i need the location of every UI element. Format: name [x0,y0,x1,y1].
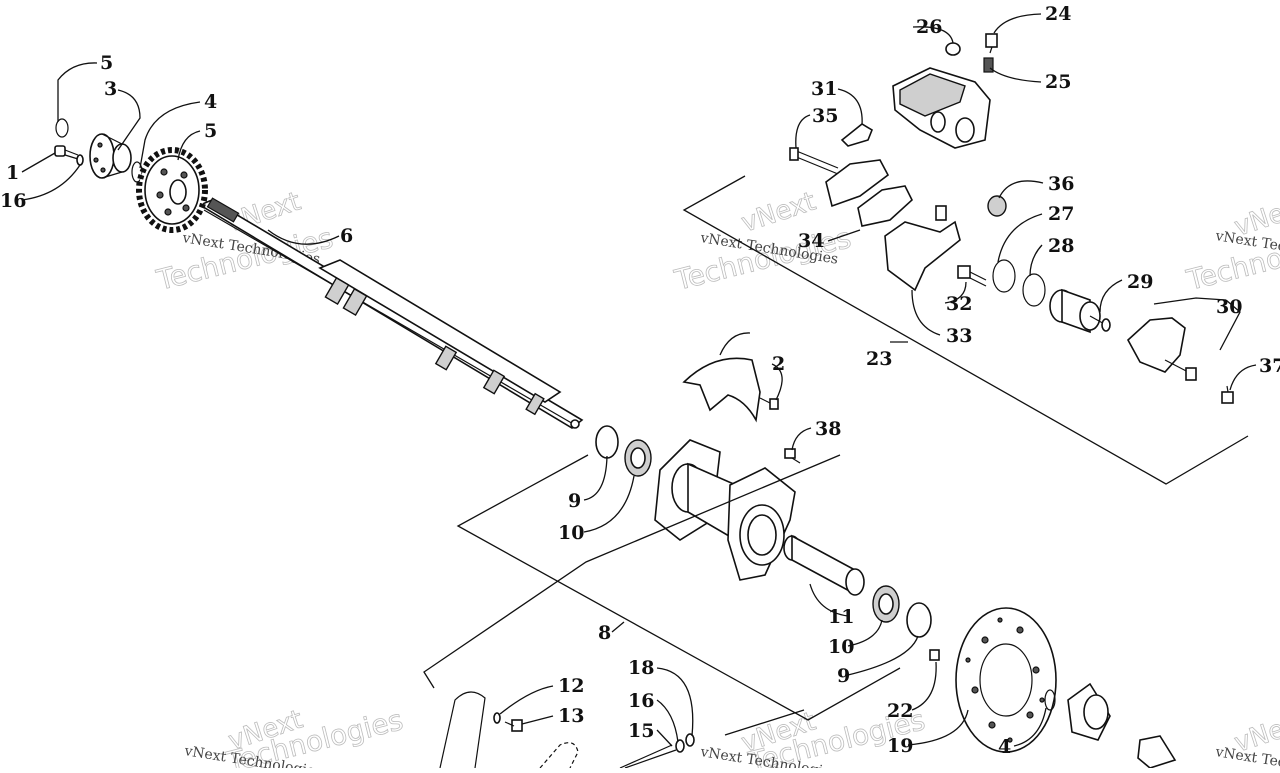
callout-26: 27 [1048,203,1074,225]
oring-26 [992,259,1016,293]
callout-11: 11 [828,606,854,628]
callout-1: 1 [6,162,19,184]
clip-30 [840,123,873,147]
bracket-32 [884,220,961,292]
seal-35 [987,195,1007,217]
bushing-28 [1049,288,1111,334]
callout-34: 35 [812,105,838,127]
brake-disc-group [929,607,1177,769]
bolt-19 [929,649,940,661]
callout-28: 29 [1127,271,1153,293]
lever-29 [1126,317,1186,373]
cap-24 [983,57,994,73]
brake-disc-18 [955,607,1057,753]
callout-32: 33 [946,325,972,347]
callout-19: 22 [887,700,913,722]
callout-12: 12 [558,675,584,697]
bolt-31 [957,265,987,287]
oring-4-right [1044,689,1056,711]
callout-4-upper: 4 [204,91,217,113]
callout-9-lower: 9 [837,665,850,687]
callout-13: 13 [558,705,584,727]
axle-shaft [198,197,584,429]
washer-12 [493,712,501,724]
callout-25: 26 [916,16,942,38]
chain-guard-38 [682,357,761,423]
callout-16-lower: 16 [628,690,654,712]
nut-right [1137,735,1177,769]
callout-10-upper: 10 [558,522,584,544]
callout-5: 5 [204,120,217,142]
callout-33: 34 [798,230,824,252]
chain-tensioner-group [439,691,695,769]
callout-15: 15 [628,720,654,742]
callout-36: 37 [1259,355,1280,377]
bolt-1 [54,145,79,160]
callout-9-upper: 9 [568,490,581,512]
callout-37: 38 [815,418,841,440]
bleed-screw-23 [985,33,998,54]
sprocket-5 [136,147,208,233]
callout-35: 36 [1048,173,1074,195]
callout-17: 18 [628,657,654,679]
callout-6: 5 [100,52,113,74]
watermark-top-right: vNext Technologies vNext Technologies [1182,190,1280,297]
callout-27: 28 [1048,235,1074,257]
callout-4-lower: 4 [998,736,1011,758]
callout-3: 3 [104,78,117,100]
washer-16-lower [675,739,685,753]
hub-3 [89,133,132,179]
callout-31: 32 [946,293,972,315]
callout-8: 8 [598,622,611,644]
stud-15 [619,744,677,769]
left-hub-group [54,118,208,233]
callout-labels: 5 3 4 5 1 16 6 26 24 25 31 35 36 27 28 2… [0,3,1280,758]
callout-2: 2 [772,353,785,375]
callout-30: 31 [811,78,837,100]
callout-23: 24 [1045,3,1071,25]
washer-16-left [76,154,84,166]
snap-ring-6 [55,118,69,138]
seal-9-upper [595,425,619,459]
callout-29: 30 [1216,296,1242,318]
washer-17 [685,733,695,747]
bolt-13 [504,719,523,732]
watermark-bottom-right: vNext vNext Technologies [1213,706,1280,773]
caliper-group [789,33,1234,404]
watermark-top-center: vNext Technologies vNext Technologies [670,186,854,297]
bolt-2 [759,397,779,410]
pad-33a [825,159,890,208]
callout-24: 25 [1045,71,1071,93]
seal-9-lower [906,602,932,638]
leader-lines [21,13,1257,747]
callout-18: 19 [887,735,913,757]
assembly-brackets [423,175,1249,736]
pin-34 [789,147,839,175]
watermark-bottom-left: vNext Technologies vNext Technologies [182,703,406,773]
bolt-37 [784,448,801,464]
bolt-36 [1221,385,1234,404]
pad-33b [857,185,913,227]
callout-22: 23 [866,348,892,370]
callout-7: 6 [340,225,353,247]
cap-25 [945,42,961,56]
callout-16-left: 16 [0,190,26,212]
callout-10-lower: 10 [828,636,854,658]
oring-27 [1022,273,1046,307]
center-housing-group [595,357,932,638]
spacer-11 [783,534,865,596]
